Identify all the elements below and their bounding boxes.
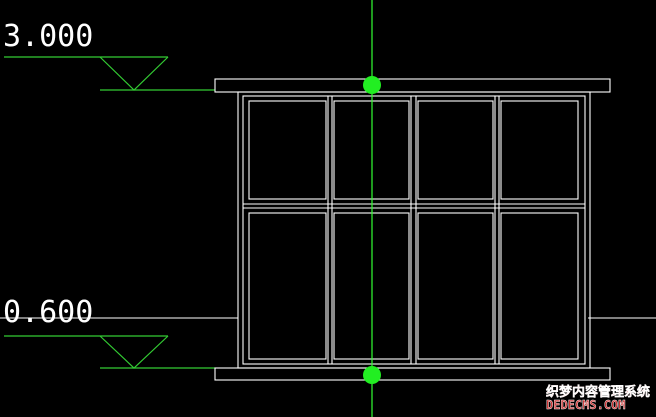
elevation-marker-bottom: 0.600 bbox=[3, 295, 215, 369]
grip-point-bottom[interactable] bbox=[363, 366, 381, 384]
elevation-label-top: 3.000 bbox=[3, 19, 93, 54]
watermark-text-cn: 织梦内容管理系统 bbox=[546, 384, 650, 400]
grip-point-top[interactable] bbox=[363, 76, 381, 94]
watermark-background bbox=[544, 383, 650, 413]
elevation-label-bottom: 0.600 bbox=[3, 295, 93, 330]
window-pane-r2-c3 bbox=[417, 212, 494, 360]
window-pane-r1-c3 bbox=[417, 100, 494, 200]
window-pane-r2-c4 bbox=[500, 212, 579, 360]
elevation-marker-top: 3.000 bbox=[3, 19, 215, 91]
window-pane-r2-c1 bbox=[248, 212, 327, 360]
watermark-text-en: DEDECMS.COM bbox=[546, 398, 625, 412]
window-pane-r1-c4 bbox=[500, 100, 579, 200]
window-inner-frame bbox=[242, 95, 586, 365]
window-sill-bottom bbox=[214, 367, 611, 381]
elevation-triangle-bottom bbox=[99, 335, 169, 369]
watermark: 织梦内容管理系统 DEDECMS.COM bbox=[544, 383, 650, 413]
window-pane-r1-c1 bbox=[248, 100, 327, 200]
window-head-sill-top bbox=[214, 78, 611, 93]
window-outer-frame bbox=[237, 91, 591, 369]
window-elevation[interactable] bbox=[214, 78, 611, 381]
elevation-triangle-top bbox=[99, 56, 169, 91]
